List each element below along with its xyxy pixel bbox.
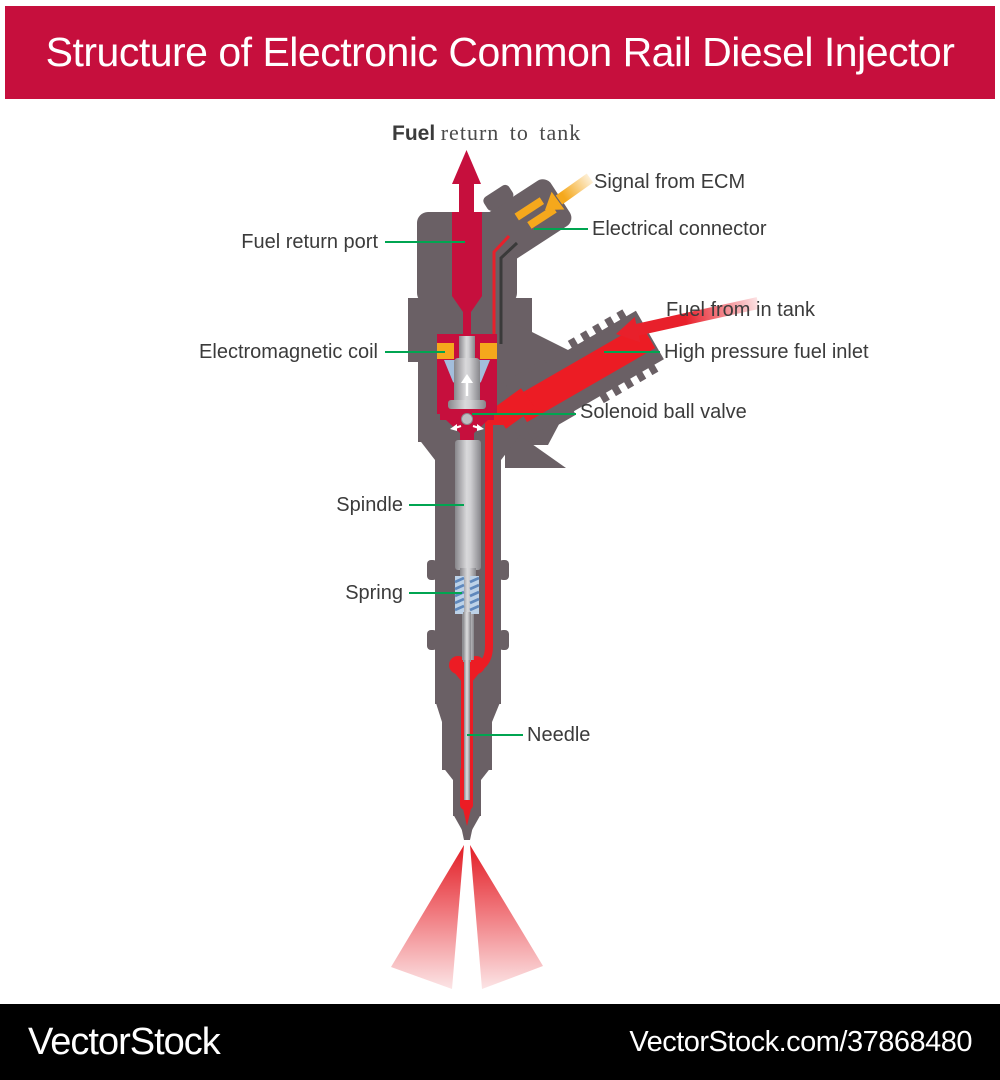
label-fuel-return-port: Fuel return port <box>241 231 378 253</box>
fuel-spray <box>391 845 543 989</box>
branch-underside <box>505 425 566 468</box>
vectorstock-url: VectorStock.com/37868480 <box>629 1025 972 1058</box>
label-spindle: Spindle <box>336 494 403 516</box>
footer-bar: VectorStock VectorStock.com/37868480 <box>0 1004 1000 1080</box>
page-title: Structure of Electronic Common Rail Dies… <box>45 29 955 75</box>
fuel-return-arrow <box>452 150 481 285</box>
spring <box>454 576 480 614</box>
vectorstock-logo: VectorStock <box>28 1020 221 1063</box>
inlet-fuel <box>513 323 656 423</box>
nozzle-tip <box>461 826 473 840</box>
collar-ring <box>427 560 437 580</box>
leader-lines <box>385 228 660 736</box>
title-banner: Structure of Electronic Common Rail Dies… <box>5 6 995 99</box>
collar-ring <box>427 630 437 650</box>
label-fuel-bold: Fuel <box>392 122 436 145</box>
black-wire <box>499 241 519 344</box>
up-arrow-icon <box>461 374 473 396</box>
needle-tip-fuel <box>461 800 473 826</box>
label-fuel-return-to-tank: Fuel return to tank <box>392 121 581 146</box>
label-fuel-from-in-tank: Fuel from in tank <box>666 299 815 321</box>
label-solenoid-ball-valve: Solenoid ball valve <box>580 401 747 423</box>
label-needle: Needle <box>527 724 591 746</box>
valve-funnel <box>446 420 488 436</box>
label-signal-from-ecm: Signal from ECM <box>594 171 746 193</box>
label-spring: Spring <box>345 582 403 604</box>
label-high-pressure-fuel-inlet: High pressure fuel inlet <box>664 341 869 363</box>
return-taper <box>452 296 482 312</box>
spindle-stub <box>459 336 475 362</box>
signal-ecm-arrow <box>545 173 594 210</box>
spindle-flange <box>448 400 486 409</box>
left-right-arrows-icon <box>450 424 484 431</box>
collar-ring <box>499 630 509 650</box>
coil-left <box>437 343 454 359</box>
label-return-to-tank: return to tank <box>440 120 582 145</box>
label-electrical-connector: Electrical connector <box>592 218 767 240</box>
red-wire <box>492 234 511 340</box>
coil-right <box>480 343 497 359</box>
electrical-connector-housing <box>470 179 572 269</box>
spindle-rod <box>455 440 481 570</box>
collar-ring <box>499 560 509 580</box>
return-neck <box>463 310 471 336</box>
fuel-from-tank-arrow <box>616 297 760 343</box>
needle-rod <box>464 660 470 804</box>
connector-pins <box>514 197 557 229</box>
push-rod <box>463 612 471 662</box>
label-electromagnetic-coil: Electromagnetic coil <box>199 341 378 363</box>
solenoid-ball <box>461 413 473 425</box>
